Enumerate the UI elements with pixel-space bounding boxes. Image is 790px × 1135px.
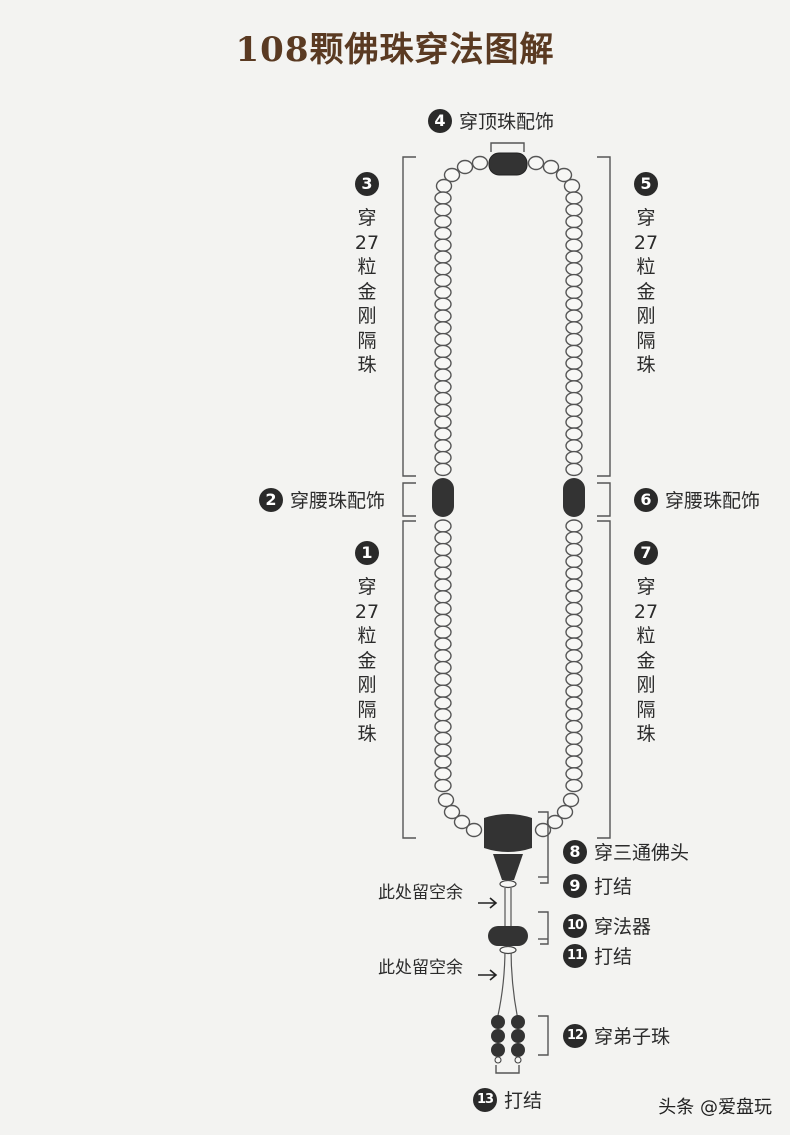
bead-strand (434, 155, 583, 838)
step-text: 穿 (357, 576, 377, 598)
brackets (402, 142, 611, 1074)
step-text: 刚 (357, 305, 377, 327)
step-1-label: 1 穿 27 粒 金 刚 隔 珠 (352, 541, 382, 747)
step-text: 隔 (357, 329, 377, 352)
step-text: 27 (354, 600, 380, 623)
step-number-badge: 6 (634, 487, 658, 512)
step-7-label: 7 穿 27 粒 金 刚 隔 珠 (631, 541, 661, 747)
step-text: 穿法器 (594, 916, 652, 938)
step-3-label: 3 穿 27 粒 金 刚 隔 珠 (352, 172, 382, 378)
step-text: 穿弟子珠 (594, 1026, 671, 1048)
step-12-label: 12 穿弟子珠 (563, 1022, 670, 1049)
step-number-badge: 4 (428, 108, 452, 133)
step-text: 刚 (636, 305, 656, 327)
step-text: 刚 (357, 674, 377, 696)
step-6-label: 6 穿腰珠配饰 (634, 486, 760, 513)
leave-space-note-1: 此处留空余 (378, 883, 463, 903)
step-text: 珠 (357, 354, 377, 376)
step-text: 金 (357, 649, 377, 672)
step-text: 珠 (357, 723, 377, 745)
step-text: 穿顶珠配饰 (459, 111, 555, 133)
step-number-badge: 5 (634, 172, 658, 196)
step-text: 刚 (636, 674, 656, 696)
step-number-badge: 13 (473, 1087, 497, 1112)
step-text: 金 (357, 280, 377, 303)
step-2-label: 2 穿腰珠配饰 (259, 486, 385, 513)
step-text: 金 (636, 649, 656, 672)
page-title: 108颗佛珠穿法图解 (235, 30, 555, 70)
step-5-label: 5 穿 27 粒 金 刚 隔 珠 (631, 172, 661, 378)
step-text: 隔 (357, 698, 377, 721)
step-text: 隔 (636, 329, 656, 352)
step-text: 金 (636, 280, 656, 303)
step-4-label: 4 穿顶珠配饰 (428, 107, 554, 134)
step-11-label: 11 打结 (563, 942, 632, 969)
step-number-badge: 1 (355, 541, 379, 565)
step-text: 27 (633, 231, 659, 254)
step-number-badge: 10 (563, 913, 587, 938)
step-text: 打结 (594, 876, 633, 898)
step-text: 隔 (636, 698, 656, 721)
step-text: 粒 (357, 256, 377, 278)
step-text: 穿腰珠配饰 (665, 490, 761, 512)
step-number-badge: 8 (563, 839, 587, 864)
step-text: 穿 (636, 576, 656, 598)
step-number-badge: 9 (563, 873, 587, 898)
step-text: 粒 (636, 625, 656, 647)
step-text: 粒 (636, 256, 656, 278)
step-text: 珠 (636, 354, 656, 376)
step-text: 27 (633, 600, 659, 623)
step-text: 粒 (357, 625, 377, 647)
step-number-badge: 2 (259, 487, 283, 512)
step-text: 穿腰珠配饰 (290, 490, 386, 512)
step-text: 穿 (636, 207, 656, 229)
step-9-label: 9 打结 (563, 872, 632, 899)
leave-space-note-2: 此处留空余 (378, 958, 463, 978)
step-number-badge: 3 (355, 172, 379, 196)
step-text: 穿 (357, 207, 377, 229)
step-number-badge: 11 (563, 943, 587, 968)
step-text: 打结 (504, 1090, 543, 1112)
step-8-label: 8 穿三通佛头 (563, 838, 689, 865)
step-number-badge: 12 (563, 1023, 587, 1048)
step-text: 打结 (594, 946, 633, 968)
watermark: 头条 @爱盘玩 (658, 1097, 772, 1118)
step-10-label: 10 穿法器 (563, 912, 651, 939)
step-number-badge: 7 (634, 541, 658, 565)
step-text: 穿三通佛头 (594, 842, 690, 864)
step-text: 珠 (636, 723, 656, 745)
step-text: 27 (354, 231, 380, 254)
step-13-label: 13 打结 (473, 1086, 542, 1113)
